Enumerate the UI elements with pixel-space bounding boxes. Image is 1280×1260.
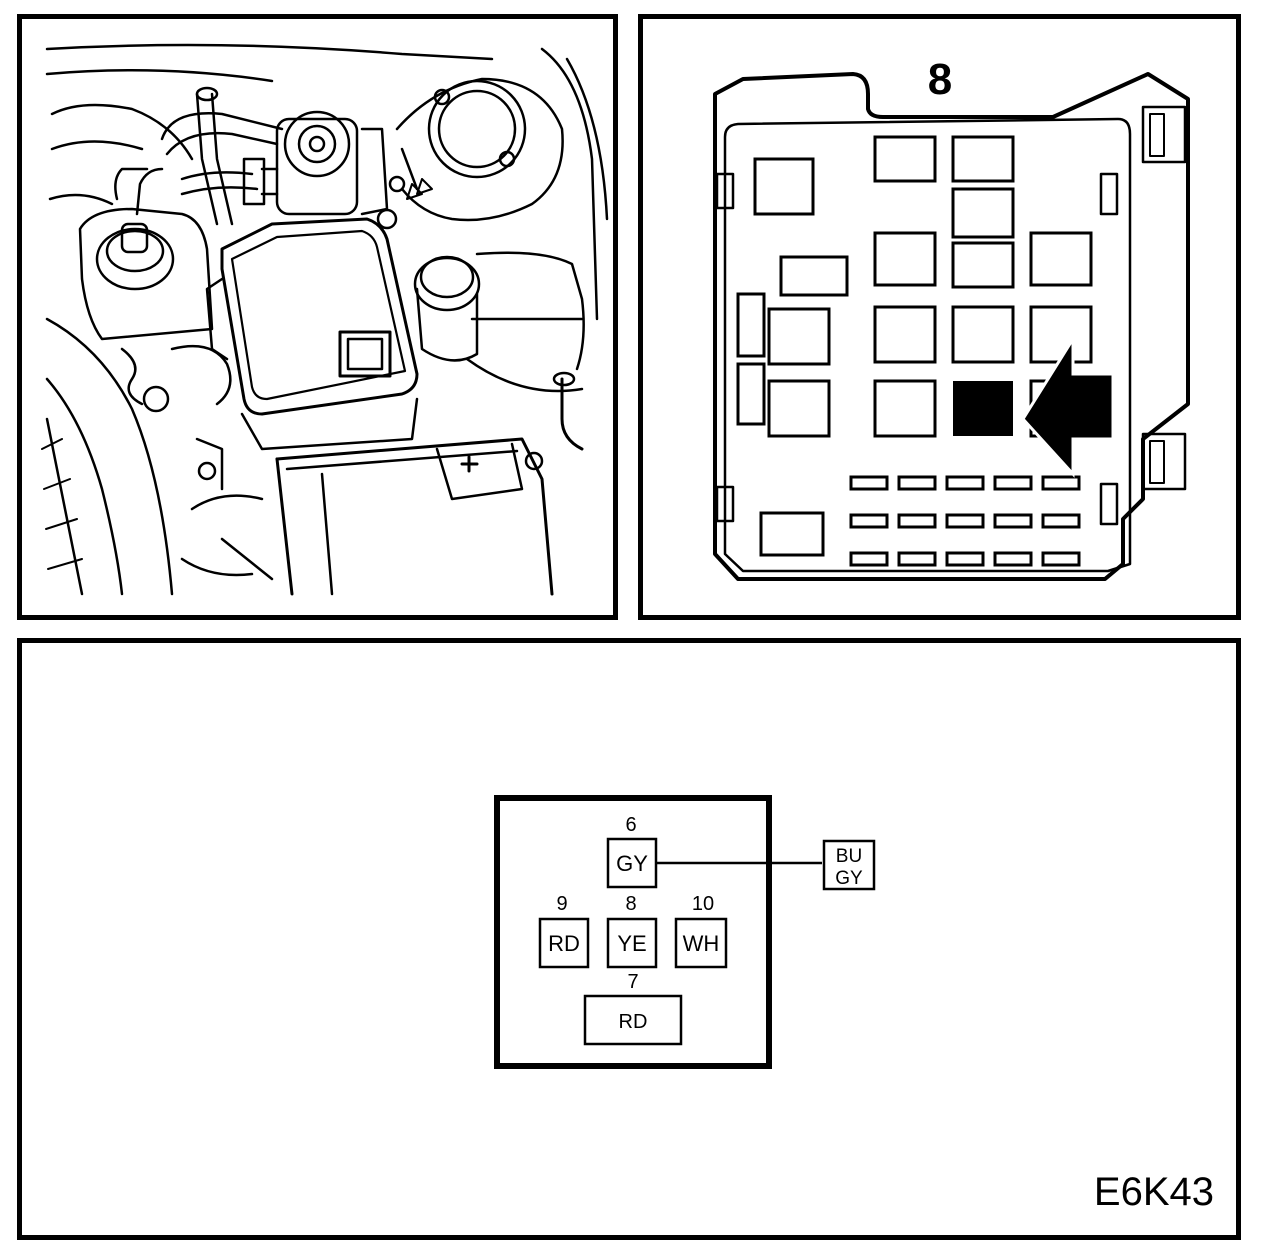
pin-number-9: 9: [556, 893, 567, 915]
actuator-unit: [242, 110, 406, 230]
external-wire-color-line2: GY: [835, 868, 863, 889]
fusebox-cover: [205, 217, 419, 451]
pin-color-8: YE: [617, 931, 646, 956]
relay-slots: [736, 135, 1093, 557]
pin-color-10: WH: [683, 931, 720, 956]
engine-bay-illustration-panel: [17, 14, 618, 620]
pin-9: [538, 917, 590, 969]
pin-number-8: 8: [625, 893, 636, 915]
connector-housing: [494, 795, 772, 1069]
fusebox-housing-inner: [723, 117, 1132, 573]
fusebox-layout-panel: 8: [638, 14, 1241, 620]
pin-number-7: 7: [627, 971, 638, 993]
pin-7: [583, 994, 683, 1046]
pin-number-10: 10: [692, 893, 714, 915]
pin-color-9: RD: [548, 931, 580, 956]
connector-diagram-panel: 6 GY 9 RD 8 YE 10 WH 7 RD BU GY E6K43: [17, 638, 1241, 1240]
highlighted-relay-slot: [953, 381, 1013, 436]
fusebox-housing-outer: [713, 72, 1190, 581]
location-arrow-icon: [1021, 333, 1115, 478]
fusebox-number-label: 8: [928, 55, 952, 104]
external-wire-color-line1: BU: [836, 846, 862, 867]
pin-number-6: 6: [625, 814, 636, 836]
external-wire-label-box: [822, 839, 876, 891]
connector-pinout-drawing: 6 GY 9 RD 8 YE 10 WH 7 RD BU GY: [494, 795, 876, 1069]
pin-8: [606, 917, 658, 969]
pin-color-6: GY: [616, 851, 648, 876]
figure-id-label: E6K43: [1093, 1170, 1214, 1214]
fluid-reservoir: [78, 167, 214, 341]
pin-6: [606, 837, 658, 889]
strut-tower: [395, 77, 564, 222]
engine-bay-drawing: [41, 43, 609, 596]
pin-color-7: RD: [619, 1011, 648, 1033]
fusebox-layout-drawing: 8: [713, 55, 1190, 581]
fuse-slots: [849, 475, 1081, 567]
battery: [275, 437, 554, 596]
pin-10: [674, 917, 728, 969]
